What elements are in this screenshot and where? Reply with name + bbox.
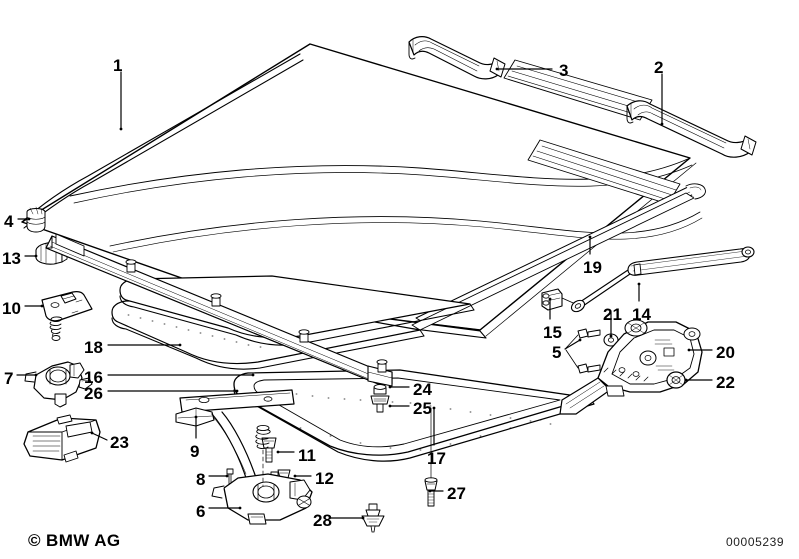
leader-dot-28	[361, 516, 365, 520]
callout-number-12: 12	[315, 469, 334, 488]
callout-number-6: 6	[196, 502, 206, 521]
part-2-reinforcement-right	[626, 100, 757, 158]
callout-number-10: 10	[2, 299, 21, 318]
part-4-rubber-buffer	[26, 206, 46, 233]
leader-dot-17	[432, 406, 436, 410]
callout-number-17: 17	[427, 449, 446, 468]
leader-dot-18	[178, 343, 182, 347]
callout-number-13: 13	[2, 249, 21, 268]
leader-dot-10	[40, 304, 44, 308]
part-23-cover-cap	[23, 414, 101, 463]
leader-dot-3	[495, 67, 499, 71]
leader-dot-11	[276, 450, 280, 454]
callout-number-9: 9	[190, 442, 200, 461]
part-21-washer	[603, 333, 619, 347]
part-27-bolt-washer	[424, 407, 438, 507]
callout-number-23: 23	[110, 433, 129, 452]
part-22-nut	[666, 371, 686, 389]
part-19-trim-strip	[411, 183, 706, 331]
part-28-expansion-rivet	[361, 503, 385, 533]
callout-leader-lines	[16, 67, 713, 520]
leader-dot-24	[388, 385, 392, 389]
leader-line-5	[564, 339, 581, 350]
bmw-copyright: © BMW AG	[28, 531, 121, 550]
callout-number-22: 22	[716, 373, 735, 392]
leader-dot-19	[588, 235, 592, 239]
leader-dot-16	[251, 373, 255, 377]
leader-dot-7	[34, 373, 38, 377]
callout-number-16: 16	[84, 368, 103, 387]
leader-dot-23	[90, 431, 94, 435]
callout-number-15: 15	[543, 323, 562, 342]
callout-number-5: 5	[552, 343, 562, 362]
leader-dot-22	[684, 378, 688, 382]
callout-number-18: 18	[84, 338, 103, 357]
leader-line-23	[91, 432, 108, 441]
callout-number-28: 28	[313, 511, 332, 530]
leader-dot-20	[687, 348, 691, 352]
part-3-reinforcement-left	[408, 36, 506, 80]
leader-dot-6	[238, 506, 242, 510]
leader-dot-15	[548, 297, 552, 301]
part-7-hood-latch	[24, 361, 93, 408]
part-24-support-rail	[45, 233, 393, 413]
leader-dot-4	[27, 217, 31, 221]
callout-number-25: 25	[413, 399, 432, 418]
part-6-hood-lock-assembly	[211, 424, 313, 525]
leader-dot-25	[388, 404, 392, 408]
leader-dot-1	[119, 127, 123, 131]
part-10-striker-plate	[41, 291, 93, 341]
callout-number-11: 11	[298, 446, 316, 465]
part-14-gas-strut-upper	[570, 246, 755, 313]
leader-dot-13	[34, 254, 38, 258]
callout-number-26: 26	[84, 384, 103, 403]
callout-number-2: 2	[654, 58, 664, 77]
part-11-bolt	[261, 437, 277, 463]
callout-number-8: 8	[196, 470, 206, 489]
callout-number-19: 19	[583, 258, 602, 277]
part-25-bolt	[370, 384, 390, 413]
leader-dot-5	[578, 338, 582, 342]
callout-number-1: 1	[113, 56, 123, 75]
callout-number-14: 14	[632, 305, 651, 324]
leader-dot-2	[660, 122, 664, 126]
leader-dot-27	[428, 489, 432, 493]
diagram-number: 00005239	[726, 535, 785, 549]
callout-number-7: 7	[4, 369, 14, 388]
callout-number-21: 21	[603, 305, 622, 324]
leader-dot-21	[609, 334, 613, 338]
leader-dot-26	[235, 389, 239, 393]
leader-dot-14	[637, 282, 641, 286]
leader-dot-9	[194, 415, 198, 419]
callout-number-24: 24	[413, 380, 432, 399]
callout-number-3: 3	[559, 61, 569, 80]
leader-dot-12	[293, 474, 297, 478]
callout-number-27: 27	[447, 484, 466, 503]
part-5-bolts	[565, 328, 601, 374]
callout-number-20: 20	[716, 343, 735, 362]
callout-number-4: 4	[4, 212, 14, 231]
leader-dot-8	[225, 474, 229, 478]
